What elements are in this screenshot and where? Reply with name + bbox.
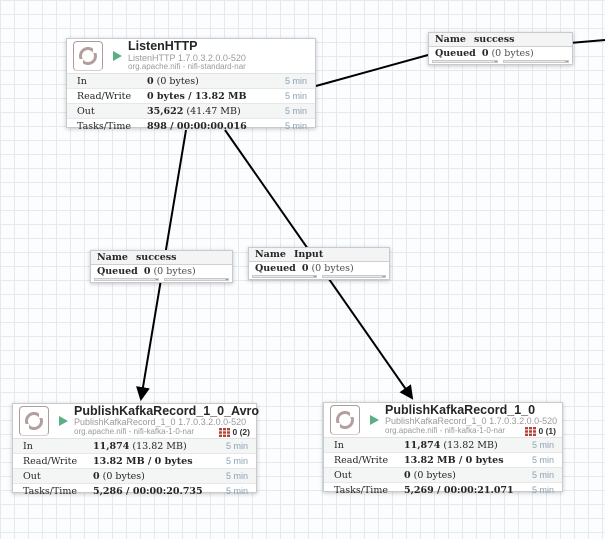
processor-bundle: org.apache.nifi - nifi-standard-nar <box>128 62 246 72</box>
connection-label-success-offscreen[interactable]: Name success Queued 0 (0 bytes) <box>428 32 573 65</box>
connection-queued-key: Queued <box>97 266 138 277</box>
backpressure-bars <box>432 60 569 63</box>
stat-row-readwrite: Read/Write 13.82 MB / 0 bytes 5 min <box>13 453 256 468</box>
processor-icon <box>330 405 360 435</box>
processor-listenhttp[interactable]: ListenHTTP ListenHTTP 1.7.0.3.2.0.0-520 … <box>66 38 316 132</box>
connection-name-key: Name <box>435 34 466 45</box>
stat-row-in: In 0 (0 bytes) 5 min <box>67 74 315 88</box>
processor-type-version: PublishKafkaRecord_1_0 1.7.0.3.2.0.0-520 <box>385 416 558 427</box>
processor-stats: In 11,874 (13.82 MB) 5 min Read/Write 13… <box>324 437 562 497</box>
processor-bundle: org.apache.nifi - nifi-kafka-1-0-nar <box>74 427 195 437</box>
connection-queued-count: 0 <box>301 263 309 274</box>
processor-icon <box>73 41 103 71</box>
connection-name-value: Input <box>293 249 324 260</box>
processor-bundle: org.apache.nifi - nifi-kafka-1-0-nar <box>385 426 506 436</box>
connection-queued-size: (0 bytes) <box>308 263 354 274</box>
processor-stats: In 11,874 (13.82 MB) 5 min Read/Write 13… <box>13 438 256 498</box>
stat-row-out: Out 0 (0 bytes) 5 min <box>13 468 256 483</box>
connection-name-value: success <box>135 252 177 263</box>
connection-queued-count: 0 <box>481 48 489 59</box>
processor-publishkafkarecord-avro[interactable]: PublishKafkaRecord_1_0_Avro PublishKafka… <box>12 403 260 497</box>
backpressure-bars <box>94 278 229 281</box>
connection-queued-size: (0 bytes) <box>150 266 196 277</box>
processor-type-version: ListenHTTP 1.7.0.3.2.0.0-520 <box>128 52 246 63</box>
run-status-icon <box>59 416 68 426</box>
stat-row-tasks: Tasks/Time 5,286 / 00:00:20.735 5 min <box>13 483 256 498</box>
stat-row-tasks: Tasks/Time 5,269 / 00:00:21.071 5 min <box>324 482 562 497</box>
processor-publishkafkarecord[interactable]: PublishKafkaRecord_1_0 PublishKafkaRecor… <box>323 402 563 496</box>
connection-queued-count: 0 <box>143 266 151 277</box>
processor-title: ListenHTTP <box>128 38 198 53</box>
processor-header: PublishKafkaRecord_1_0_Avro PublishKafka… <box>13 403 260 438</box>
thread-count-badge: 0 (2) <box>232 427 250 438</box>
stat-row-tasks: Tasks/Time 898 / 00:00:00.016 5 min <box>67 118 315 133</box>
stat-row-in: In 11,874 (13.82 MB) 5 min <box>324 438 562 452</box>
processor-icon <box>19 406 49 436</box>
processor-title: PublishKafkaRecord_1_0_Avro <box>74 403 260 418</box>
run-status-icon <box>370 415 379 425</box>
connection-name-key: Name <box>255 249 286 260</box>
processor-title: PublishKafkaRecord_1_0 <box>385 402 536 417</box>
connection-queued-size: (0 bytes) <box>488 48 534 59</box>
connection-queued-key: Queued <box>255 263 296 274</box>
connection-name-key: Name <box>97 252 128 263</box>
processor-header: ListenHTTP ListenHTTP 1.7.0.3.2.0.0-520 … <box>67 39 315 73</box>
run-status-icon <box>113 51 122 61</box>
processor-header: PublishKafkaRecord_1_0 PublishKafkaRecor… <box>324 403 562 437</box>
tasks-grid-icon <box>218 428 230 438</box>
connection-label-success[interactable]: Name success Queued 0 (0 bytes) <box>90 250 233 283</box>
thread-count-badge: 0 (1) <box>538 426 556 437</box>
processor-stats: In 0 (0 bytes) 5 min Read/Write 0 bytes … <box>67 73 315 133</box>
tasks-grid-icon <box>524 427 536 437</box>
stat-row-out: Out 35,622 (41.47 MB) 5 min <box>67 103 315 118</box>
stat-row-out: Out 0 (0 bytes) 5 min <box>324 467 562 482</box>
stat-row-readwrite: Read/Write 0 bytes / 13.82 MB 5 min <box>67 88 315 103</box>
backpressure-bars <box>252 275 386 278</box>
connection-label-input[interactable]: Name Input Queued 0 (0 bytes) <box>248 247 390 280</box>
connection-queued-key: Queued <box>435 48 476 59</box>
processor-type-version: PublishKafkaRecord_1_0 1.7.0.3.2.0.0-520 <box>74 417 247 428</box>
stat-row-in: In 11,874 (13.82 MB) 5 min <box>13 439 256 453</box>
stat-row-readwrite: Read/Write 13.82 MB / 0 bytes 5 min <box>324 452 562 467</box>
connection-name-value: success <box>473 34 515 45</box>
